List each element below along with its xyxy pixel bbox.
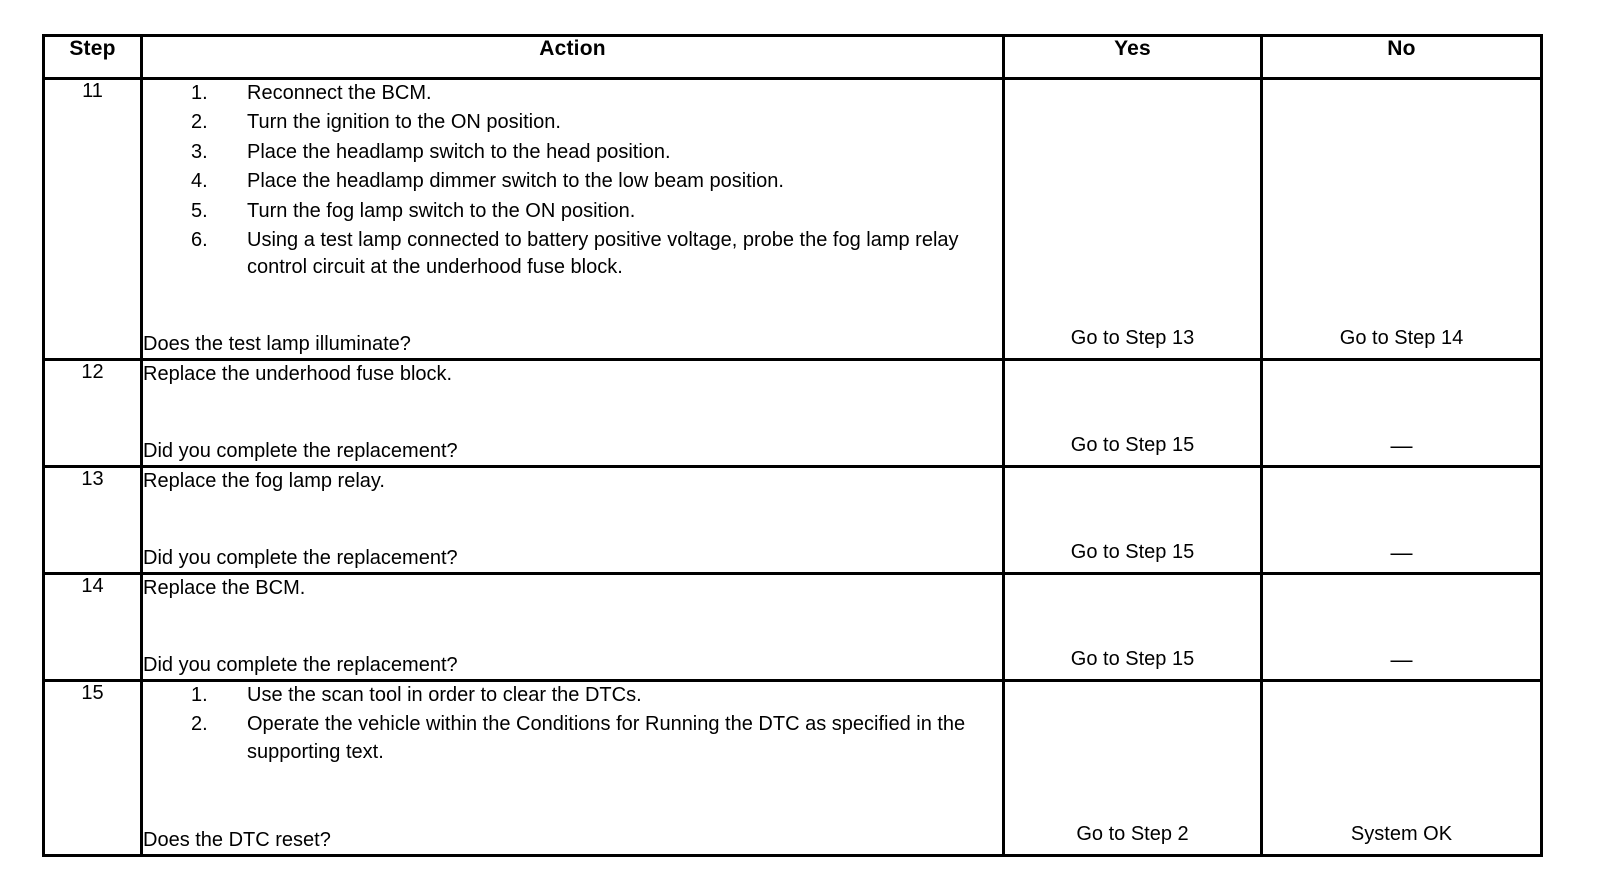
list-item: 2. Turn the ignition to the ON position. (143, 109, 1002, 136)
action-question: Did you complete the replacement? (143, 653, 458, 676)
spacer (143, 284, 1002, 331)
step-number-cell: 15 (42, 679, 143, 857)
list-item-number: 2. (191, 713, 208, 736)
no-answer-cell: Go to Step 14 (1260, 77, 1543, 361)
table-row: 14 Replace the BCM. Did you complete the… (42, 572, 1543, 682)
step-number-cell: 13 (42, 465, 143, 575)
spacer (143, 768, 1002, 827)
table-row: 13 Replace the fog lamp relay. Did you c… (42, 465, 1543, 575)
action-cell: Replace the BCM. Did you complete the re… (140, 572, 1005, 682)
yes-answer-cell: Go to Step 13 (1002, 77, 1263, 361)
list-item: 2. Operate the vehicle within the Condit… (143, 711, 1002, 766)
diagnostic-procedure-table: Step Action Yes No 11 1. Reconnect the B… (42, 34, 1543, 857)
list-item-number: 5. (191, 199, 208, 222)
no-answer-text: System OK (1350, 823, 1453, 845)
list-item: 6. Using a test lamp connected to batter… (143, 227, 1002, 282)
yes-answer-text: Go to Step 15 (1070, 648, 1195, 670)
yes-answer-cell: Go to Step 2 (1002, 679, 1263, 857)
spacer (143, 602, 1002, 652)
yes-answer-cell: Go to Step 15 (1002, 358, 1263, 468)
yes-answer-text: Go to Step 15 (1070, 541, 1195, 563)
action-lead-text: Replace the underhood fuse block. (143, 363, 453, 385)
yes-answer-text: Go to Step 2 (1076, 823, 1189, 845)
list-item: 3. Place the headlamp switch to the head… (143, 139, 1002, 166)
list-item-number: 1. (191, 684, 208, 706)
list-item: 5. Turn the fog lamp switch to the ON po… (143, 198, 1002, 225)
action-cell: Replace the fog lamp relay. Did you comp… (140, 465, 1005, 575)
table-row: 15 1. Use the scan tool in order to clea… (42, 679, 1543, 857)
table-row: 11 1. Reconnect the BCM. 2. Turn the ign… (42, 77, 1543, 361)
yes-answer-cell: Go to Step 15 (1002, 465, 1263, 575)
spacer (143, 495, 1002, 545)
list-item-text: Place the headlamp switch to the head po… (247, 140, 671, 163)
no-answer-text: — (1390, 540, 1413, 565)
action-question: Does the DTC reset? (143, 828, 331, 851)
action-step-list: 1. Reconnect the BCM. 2. Turn the igniti… (143, 80, 1002, 284)
step-number-cell: 11 (42, 77, 143, 361)
spacer (143, 388, 1002, 438)
action-step-list: 1. Use the scan tool in order to clear t… (143, 682, 1002, 768)
no-answer-text: — (1390, 433, 1413, 458)
table-header-row: Step Action Yes No (42, 34, 1543, 80)
list-item: 4. Place the headlamp dimmer switch to t… (143, 168, 1002, 195)
list-item-text: Using a test lamp connected to battery p… (247, 228, 959, 279)
list-item-text: Reconnect the BCM. (247, 82, 432, 104)
no-answer-cell: — (1260, 572, 1543, 682)
yes-answer-text: Go to Step 15 (1070, 434, 1195, 456)
action-lead-text: Replace the fog lamp relay. (143, 470, 385, 492)
step-number-cell: 14 (42, 572, 143, 682)
no-answer-text: Go to Step 14 (1339, 327, 1464, 349)
action-lead-text: Replace the BCM. (143, 577, 306, 599)
action-question: Did you complete the replacement? (143, 546, 458, 569)
yes-answer-text: Go to Step 13 (1070, 327, 1195, 349)
table-row: 12 Replace the underhood fuse block. Did… (42, 358, 1543, 468)
list-item: 1. Reconnect the BCM. (143, 80, 1002, 107)
action-cell: 1. Reconnect the BCM. 2. Turn the igniti… (140, 77, 1005, 361)
list-item-number: 1. (191, 82, 208, 104)
list-item-number: 6. (191, 228, 208, 251)
list-item-text: Turn the ignition to the ON position. (247, 111, 561, 134)
list-item-text: Operate the vehicle within the Condition… (247, 713, 966, 763)
list-item-text: Turn the fog lamp switch to the ON posit… (247, 199, 636, 222)
column-header-no: No (1260, 34, 1543, 80)
column-header-action: Action (140, 34, 1005, 80)
column-header-yes: Yes (1002, 34, 1263, 80)
list-item-number: 4. (191, 170, 208, 193)
action-question: Did you complete the replacement? (143, 439, 458, 462)
list-item-number: 3. (191, 140, 208, 163)
table-header: Step Action Yes No (42, 34, 1543, 80)
yes-answer-cell: Go to Step 15 (1002, 572, 1263, 682)
list-item-text: Place the headlamp dimmer switch to the … (247, 170, 784, 193)
action-cell: Replace the underhood fuse block. Did yo… (140, 358, 1005, 468)
list-item-text: Use the scan tool in order to clear the … (247, 684, 642, 706)
no-answer-text: — (1390, 647, 1413, 672)
action-question: Does the test lamp illuminate? (143, 332, 411, 355)
step-number-cell: 12 (42, 358, 143, 468)
action-cell: 1. Use the scan tool in order to clear t… (140, 679, 1005, 857)
no-answer-cell: — (1260, 358, 1543, 468)
no-answer-cell: System OK (1260, 679, 1543, 857)
column-header-step: Step (42, 34, 143, 80)
no-answer-cell: — (1260, 465, 1543, 575)
table-body: 11 1. Reconnect the BCM. 2. Turn the ign… (42, 77, 1543, 857)
list-item-number: 2. (191, 111, 208, 134)
list-item: 1. Use the scan tool in order to clear t… (143, 682, 1002, 709)
